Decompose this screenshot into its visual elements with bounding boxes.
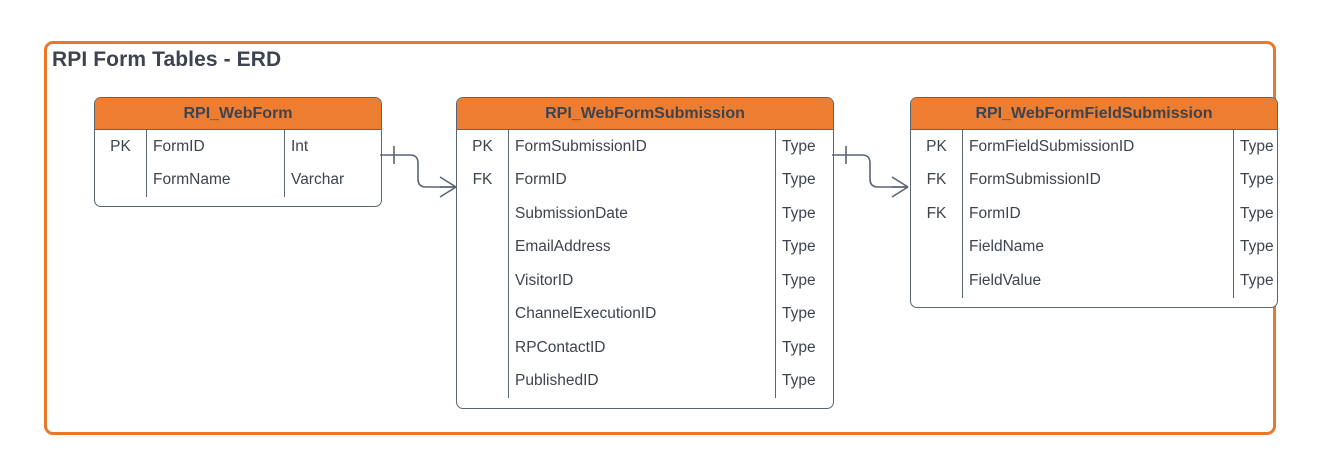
table-row[interactable]: FormName Varchar xyxy=(95,164,381,198)
row-key xyxy=(911,264,962,298)
table-row[interactable]: ChannelExecutionID Type xyxy=(457,298,833,332)
row-type: Type xyxy=(1240,137,1274,155)
row-column: FormID xyxy=(969,204,1021,222)
row-type: Varchar xyxy=(291,171,345,189)
row-key xyxy=(457,298,508,332)
table-row[interactable]: FK FormID Type xyxy=(911,197,1277,231)
table-row[interactable]: FieldValue Type xyxy=(911,264,1277,298)
row-key xyxy=(457,331,508,365)
table-row[interactable]: PK FormID Int xyxy=(95,130,381,164)
row-key: FK xyxy=(926,171,947,189)
table-row[interactable]: VisitorID Type xyxy=(457,264,833,298)
row-key xyxy=(457,365,508,399)
table-row[interactable]: RPContactID Type xyxy=(457,331,833,365)
row-type: Type xyxy=(1240,204,1274,222)
row-type: Type xyxy=(782,137,816,155)
table-row[interactable]: PK FormFieldSubmissionID Type xyxy=(911,130,1277,164)
row-key: PK xyxy=(472,137,493,155)
row-column: FormSubmissionID xyxy=(515,137,647,155)
row-column: PublishedID xyxy=(515,372,599,390)
row-type: Type xyxy=(1240,271,1274,289)
column-separator xyxy=(775,130,776,398)
table-row[interactable]: PublishedID Type xyxy=(457,365,833,399)
table-row[interactable]: FieldName Type xyxy=(911,231,1277,265)
row-column: VisitorID xyxy=(515,271,574,289)
column-separator xyxy=(146,130,147,197)
entity-body-rpi-webformsubmission: PK FormSubmissionID Type FK FormID Type … xyxy=(457,130,833,398)
row-column: ChannelExecutionID xyxy=(515,305,657,323)
row-column: SubmissionDate xyxy=(515,204,628,222)
diagram-title: RPI Form Tables - ERD xyxy=(52,48,282,71)
row-column: FormID xyxy=(153,137,205,155)
row-type: Type xyxy=(782,171,816,189)
row-key xyxy=(457,231,508,265)
table-row[interactable]: FK FormSubmissionID Type xyxy=(911,164,1277,198)
entity-header-rpi-webformfieldsubmission: RPI_WebFormFieldSubmission xyxy=(911,98,1277,130)
row-column: FormName xyxy=(153,171,231,189)
entity-body-rpi-webformfieldsubmission: PK FormFieldSubmissionID Type FK FormSub… xyxy=(911,130,1277,298)
row-column: EmailAddress xyxy=(515,238,611,256)
row-type: Type xyxy=(1240,171,1274,189)
row-type: Type xyxy=(782,372,816,390)
row-key xyxy=(95,164,146,198)
entity-rpi-webformfieldsubmission[interactable]: RPI_WebFormFieldSubmission PK FormFieldS… xyxy=(910,97,1278,308)
column-separator xyxy=(1233,130,1234,298)
row-key xyxy=(457,264,508,298)
row-column: FormFieldSubmissionID xyxy=(969,137,1135,155)
table-row[interactable]: EmailAddress Type xyxy=(457,231,833,265)
row-type: Type xyxy=(782,271,816,289)
entity-header-rpi-webformsubmission: RPI_WebFormSubmission xyxy=(457,98,833,130)
row-column: FormSubmissionID xyxy=(969,171,1101,189)
row-key: FK xyxy=(472,171,493,189)
column-separator xyxy=(508,130,509,398)
row-column: FieldName xyxy=(969,238,1044,256)
row-type: Type xyxy=(782,238,816,256)
column-separator xyxy=(962,130,963,298)
table-row[interactable]: SubmissionDate Type xyxy=(457,197,833,231)
row-type: Type xyxy=(782,338,816,356)
table-row[interactable]: FK FormID Type xyxy=(457,164,833,198)
row-column: RPContactID xyxy=(515,338,606,356)
row-key xyxy=(457,197,508,231)
entity-header-rpi-webform: RPI_WebForm xyxy=(95,98,381,130)
row-type: Int xyxy=(291,137,309,155)
row-column: FormID xyxy=(515,171,567,189)
row-type: Type xyxy=(782,305,816,323)
row-column: FieldValue xyxy=(969,271,1042,289)
row-type: Type xyxy=(1240,238,1274,256)
row-key: FK xyxy=(926,204,947,222)
entity-body-rpi-webform: PK FormID Int FormName Varchar xyxy=(95,130,381,197)
row-type: Type xyxy=(782,204,816,222)
row-key: PK xyxy=(110,137,131,155)
row-key: PK xyxy=(926,137,947,155)
column-separator xyxy=(284,130,285,197)
table-row[interactable]: PK FormSubmissionID Type xyxy=(457,130,833,164)
row-key xyxy=(911,231,962,265)
entity-rpi-webformsubmission[interactable]: RPI_WebFormSubmission PK FormSubmissionI… xyxy=(456,97,834,409)
entity-rpi-webform[interactable]: RPI_WebForm PK FormID Int FormName Varch… xyxy=(94,97,382,207)
